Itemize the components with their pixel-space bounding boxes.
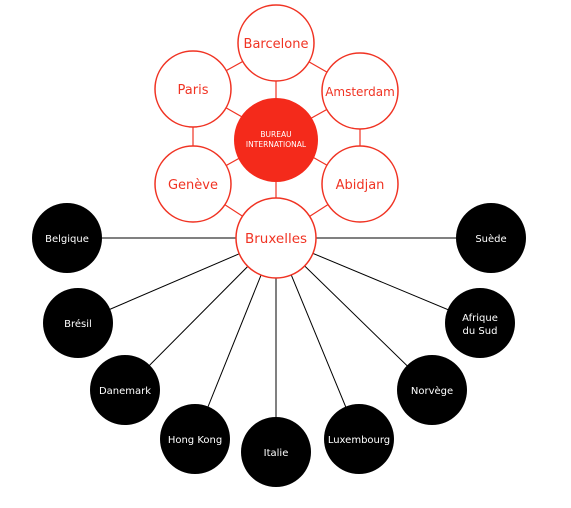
country-label-afrique-line2: du Sud: [463, 326, 498, 337]
office-label-paris: Paris: [178, 83, 209, 98]
country-label-belgique: Belgique: [45, 234, 89, 245]
country-node-luxembourg: [324, 404, 394, 474]
country-label-bresil: Brésil: [64, 318, 92, 330]
office-node-amsterdam: [321, 52, 399, 130]
country-node-danemark: [90, 355, 160, 425]
office-node-paris: [154, 50, 232, 128]
office-label-bruxelles: Bruxelles: [245, 231, 307, 247]
office-node-bruxelles: [235, 197, 317, 279]
country-label-suede: Suède: [475, 233, 506, 245]
office-label-barcelone: Barcelone: [244, 37, 309, 52]
center-labels: BUREAU INTERNATIONAL: [246, 130, 307, 149]
center-node: [234, 98, 318, 182]
country-label-hong-kong: Hong Kong: [168, 435, 222, 446]
center-label-line1: BUREAU: [260, 130, 291, 139]
country-label-italie: Italie: [264, 448, 289, 459]
country-label-norvege: Norvège: [411, 385, 453, 397]
country-label-luxembourg: Luxembourg: [328, 435, 390, 446]
office-nodes: [154, 4, 399, 279]
country-nodes: [32, 203, 526, 487]
center-label-line2: INTERNATIONAL: [246, 140, 307, 149]
office-label-geneve: Genève: [168, 178, 218, 193]
country-labels: Belgique Brésil Danemark Hong Kong Itali…: [45, 233, 507, 459]
office-label-amsterdam: Amsterdam: [325, 85, 395, 99]
office-node-barcelone: [237, 4, 315, 82]
office-labels: Barcelone Amsterdam Abidjan Genève Paris…: [168, 37, 395, 247]
country-node-suede: [456, 203, 526, 273]
country-node-belgique: [32, 203, 102, 273]
country-label-danemark: Danemark: [99, 386, 151, 397]
country-node-afrique-du-sud: [445, 288, 515, 358]
country-node-italie: [241, 417, 311, 487]
country-label-afrique-line1: Afrique: [462, 313, 498, 324]
office-node-abidjan: [321, 145, 399, 223]
country-node-hong-kong: [160, 404, 230, 474]
office-node-geneve: [154, 145, 232, 223]
office-label-abidjan: Abidjan: [336, 178, 385, 193]
country-node-bresil: [43, 288, 113, 358]
country-node-norvege: [397, 355, 467, 425]
